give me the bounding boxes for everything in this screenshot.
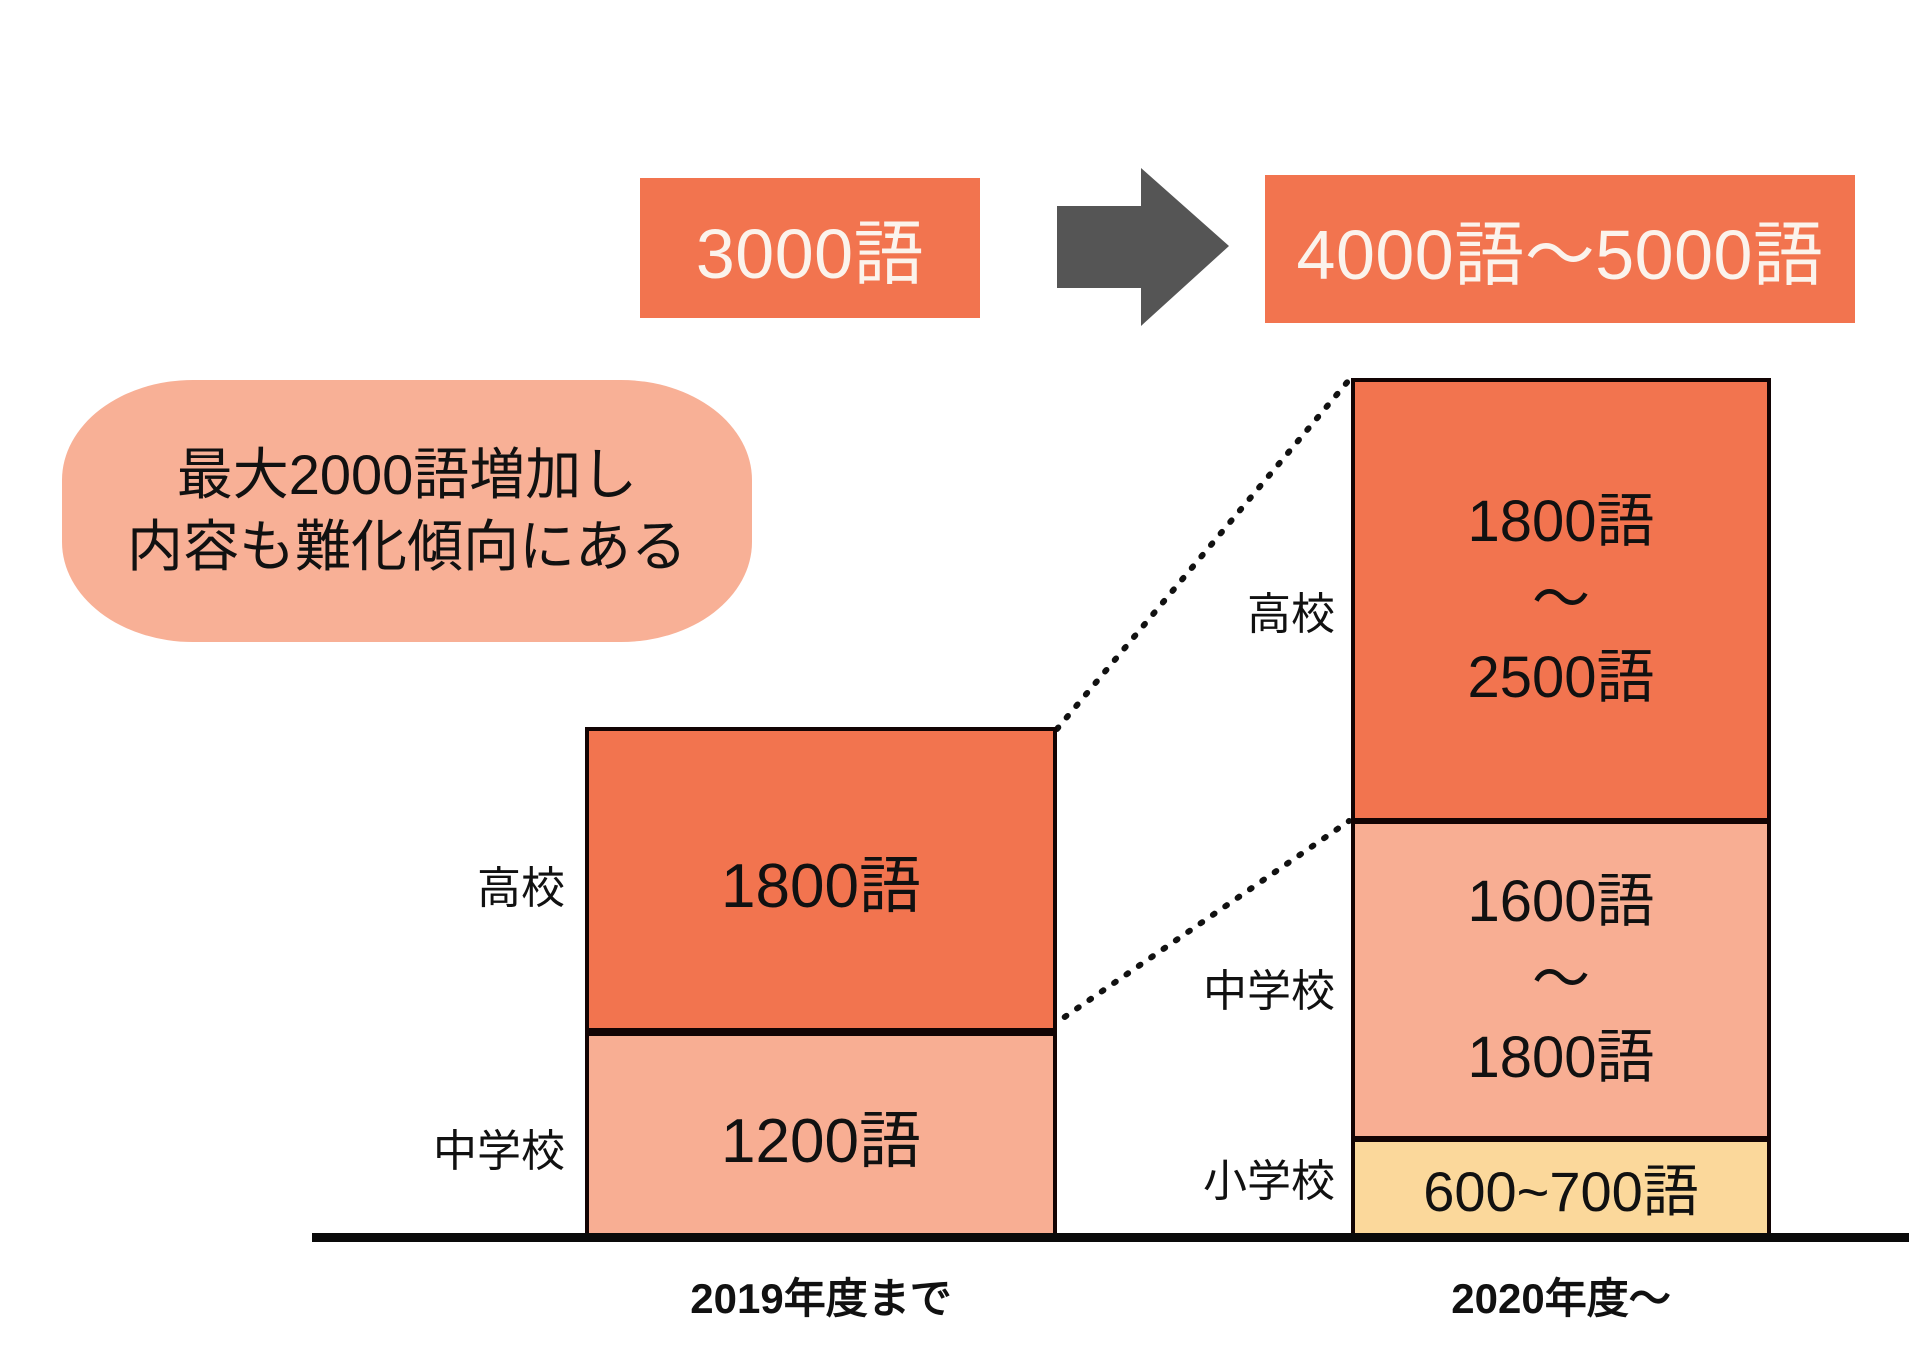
arrow-right-icon: [1053, 168, 1233, 328]
category-label-right-junior-high: 中学校: [1203, 967, 1335, 1016]
bar-value-left-high-school: 1800語: [721, 851, 921, 921]
category-label-right-high-school: 高校: [1247, 590, 1335, 639]
bar-segment-left-junior-high: 1200語: [585, 1032, 1057, 1237]
category-label-left-high-school: 高校: [477, 864, 565, 913]
callout-bubble: 最大2000語増加し 内容も難化傾向にある: [62, 380, 752, 642]
bar-value-left-junior-high: 1200語: [721, 1106, 921, 1176]
bar-segment-left-high-school: 1800語: [585, 727, 1057, 1032]
axis-label-right-period: 2020年度〜: [1451, 1275, 1671, 1322]
bar-value-right-junior-high-range-mark: 〜: [1531, 946, 1590, 1012]
bar-value-right-high-school-range-mark: 〜: [1531, 566, 1590, 632]
category-label-left-junior-high: 中学校: [433, 1127, 565, 1176]
axis-label-left-period: 2019年度まで: [690, 1275, 952, 1322]
category-label-right-elementary: 小学校: [1203, 1157, 1335, 1206]
bar-value-right-high-school-from: 1800語: [1467, 488, 1655, 554]
bar-value-right-elementary: 600~700語: [1423, 1160, 1699, 1223]
callout-line-2: 内容も難化傾向にある: [127, 515, 687, 578]
callout-line-1: 最大2000語増加し: [176, 443, 638, 507]
bar-value-right-junior-high-from: 1600語: [1467, 868, 1655, 934]
summary-box-before: 3000語: [640, 178, 980, 318]
summary-before-label: 3000語: [695, 214, 925, 293]
summary-box-after: 4000語〜5000語: [1265, 175, 1855, 323]
connector-line-high: [1054, 377, 1352, 732]
bar-segment-right-elementary: 600~700語: [1351, 1138, 1771, 1237]
bar-value-right-junior-high-to: 1800語: [1467, 1025, 1655, 1091]
axis-baseline: [312, 1233, 1909, 1242]
bar-value-right-high-school-to: 2500語: [1467, 645, 1655, 711]
bar-segment-right-junior-high: 1600語 〜 1800語: [1351, 820, 1771, 1140]
bar-segment-right-high-school: 1800語 〜 2500語: [1351, 378, 1771, 822]
summary-after-label: 4000語〜5000語: [1296, 215, 1824, 294]
